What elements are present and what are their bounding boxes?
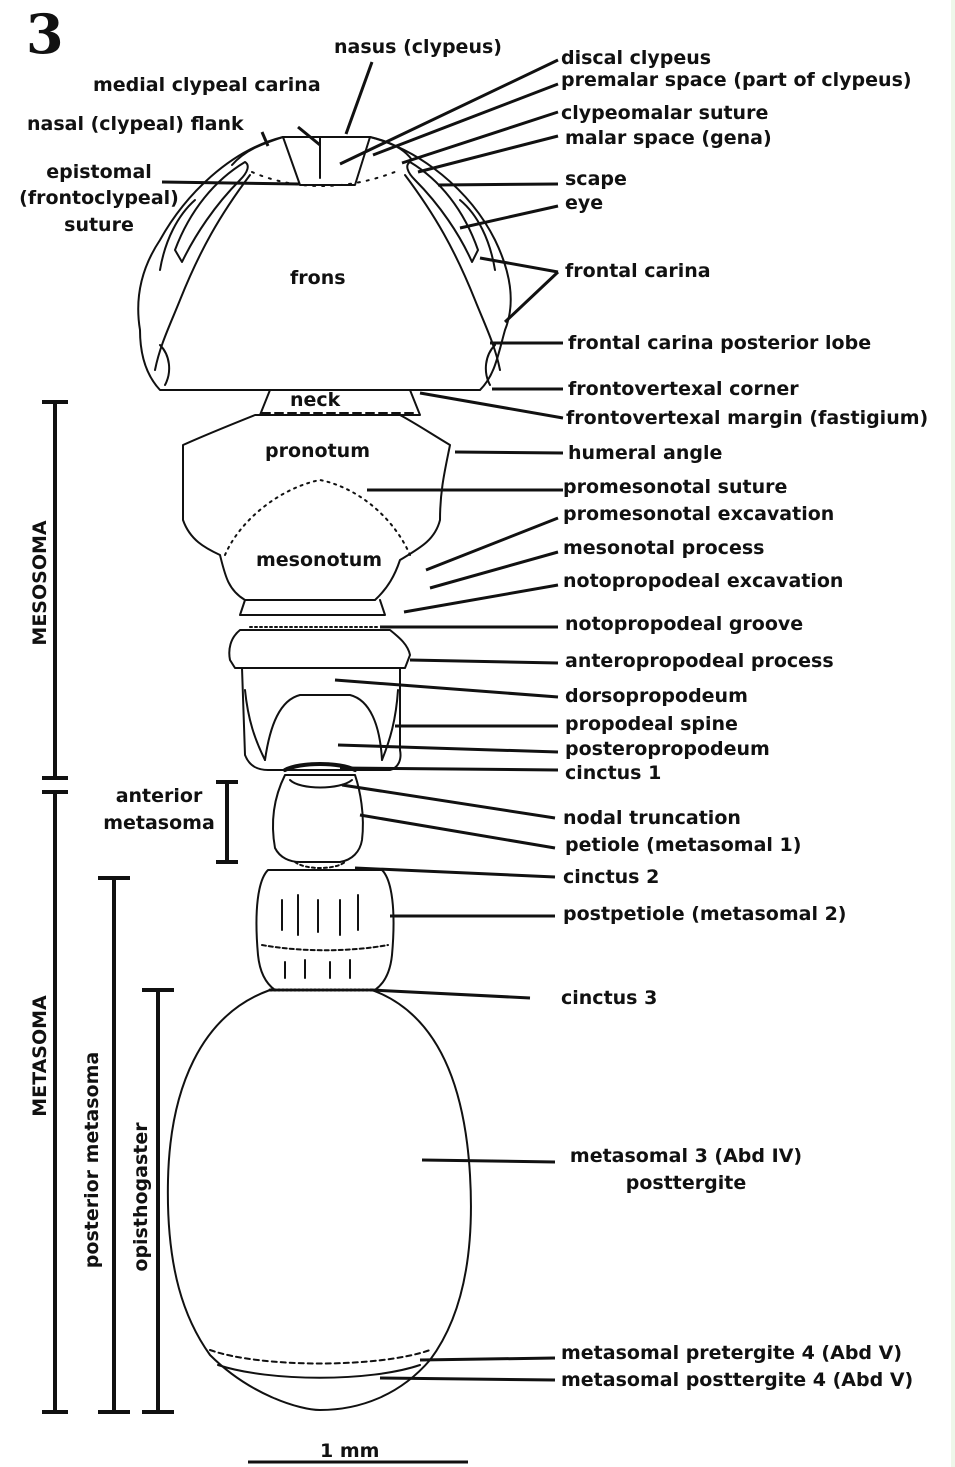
right-scape [406,161,479,263]
promesonotal-suture-line [224,479,411,556]
anterior-metasoma-label-2: metasoma [103,812,215,834]
epistomal-label-1: epistomal [46,161,152,183]
scale-brackets [42,400,468,1464]
posttergite-4-label: metasomal posttergite 4 (Abd V) [561,1369,914,1391]
leader-lines [161,58,564,1382]
anteropropodeal-process-label: anteropropodeal process [565,650,834,672]
right-frontal-carina [404,174,501,371]
nasal-flank-label: nasal (clypeal) flank [27,113,244,135]
frontovertexal-margin-label: frontovertexal margin (fastigium) [566,407,929,429]
left-clypeal-flank [231,136,284,166]
postpetiole-label: postpetiole (metasomal 2) [563,903,847,925]
opisthogaster-label: opisthogaster [130,1122,152,1272]
propodeum-outline [241,667,402,771]
mesonotal-process-label: mesonotal process [563,537,765,559]
nasus-clypeus-label: nasus (clypeus) [334,36,502,58]
postpetiole-hairs [281,894,359,979]
clypeomalar-suture-label: clypeomalar suture [561,102,769,124]
left-frontal-carina [154,174,251,371]
head-outline [137,136,512,391]
cinctus-3-label: cinctus 3 [561,987,658,1009]
pronotum-outline [182,414,451,601]
promesonotal-excavation-label: promesonotal excavation [563,503,835,525]
right-posterior-lobe [484,344,496,386]
posttergite-4-line [217,1364,421,1379]
notopropodeal-groove-label: notopropodeal groove [565,613,804,635]
left-posterior-lobe [159,344,171,386]
anterior-metasoma-bracket [216,780,238,864]
epistomal-label-2: (frontoclypeal) [19,187,179,209]
scale-bar-label: 1 mm [320,1440,380,1462]
cinctus-1-label: cinctus 1 [565,762,662,784]
gaster-outline [166,989,472,1411]
posteropropodeum-label: posteropropodeum [565,738,770,760]
cinctus-2-label: cinctus 2 [563,866,660,888]
anteropropodeum [228,629,411,669]
metasoma-bracket [42,790,68,1414]
mesonotum-label: mesonotum [256,549,383,571]
eye-label: eye [565,192,604,214]
frontovertexal-corner-label: frontovertexal corner [568,378,799,400]
nodal-truncation [289,779,353,789]
propodeal-spine-label: propodeal spine [565,713,738,735]
figure-number: 3 [26,2,64,66]
opisthogaster-bracket [142,988,174,1414]
postpetiole-suture [261,944,389,952]
postpetiole-outline [255,869,395,991]
malar-space-label: malar space (gena) [565,127,772,149]
epistomal-label-3: suture [64,214,134,236]
notopropodeal-excavation-label: notopropodeal excavation [563,570,844,592]
dorsopropodeum-concavity [264,694,383,761]
pretergite-4-line [209,1349,431,1365]
left-eye [159,199,196,271]
anterior-metasoma-label-1: anterior [115,785,203,807]
nasus-plate [282,136,371,186]
discal-clypeus-label: discal clypeus [561,47,712,69]
posterior-metasoma-label: posterior metasoma [81,1051,103,1269]
mesosoma-label: MESOSOMA [29,520,51,646]
frontal-carina-posterior-lobe-label: frontal carina posterior lobe [568,332,872,354]
mesosoma-bracket [42,400,68,780]
scape-label: scape [565,168,627,190]
nodal-truncation-label: nodal truncation [563,807,741,829]
pronotum-label: pronotum [265,440,371,462]
left-scape [174,161,249,263]
premalar-space-label: premalar space (part of clypeus) [561,69,912,91]
promesonotal-suture-label: promesonotal suture [563,476,788,498]
metasoma-label: METASOMA [29,995,51,1117]
posterior-metasoma-bracket [98,876,130,1414]
metasomal-3-label-2: posttergite [625,1172,747,1194]
metasomal-3-label-1: metasomal 3 (Abd IV) [569,1145,803,1167]
mesonotum-outline [239,599,386,616]
neck-label: neck [290,389,341,411]
propodeal-spine-left [244,689,266,761]
petiole-outline [272,774,364,863]
petiole-label: petiole (metasomal 1) [565,834,802,856]
medial-clypeal-carina-label: medial clypeal carina [93,74,321,96]
right-border-strip [951,0,955,1467]
frontal-carina-label: frontal carina [565,260,711,282]
propodeal-spine-right [381,689,399,761]
humeral-angle-label: humeral angle [568,442,723,464]
dorsopropodeum-label: dorsopropodeum [565,685,748,707]
frons-label: frons [290,267,346,289]
pretergite-4-label: metasomal pretergite 4 (Abd V) [561,1342,903,1364]
cinctus-2 [294,861,346,869]
